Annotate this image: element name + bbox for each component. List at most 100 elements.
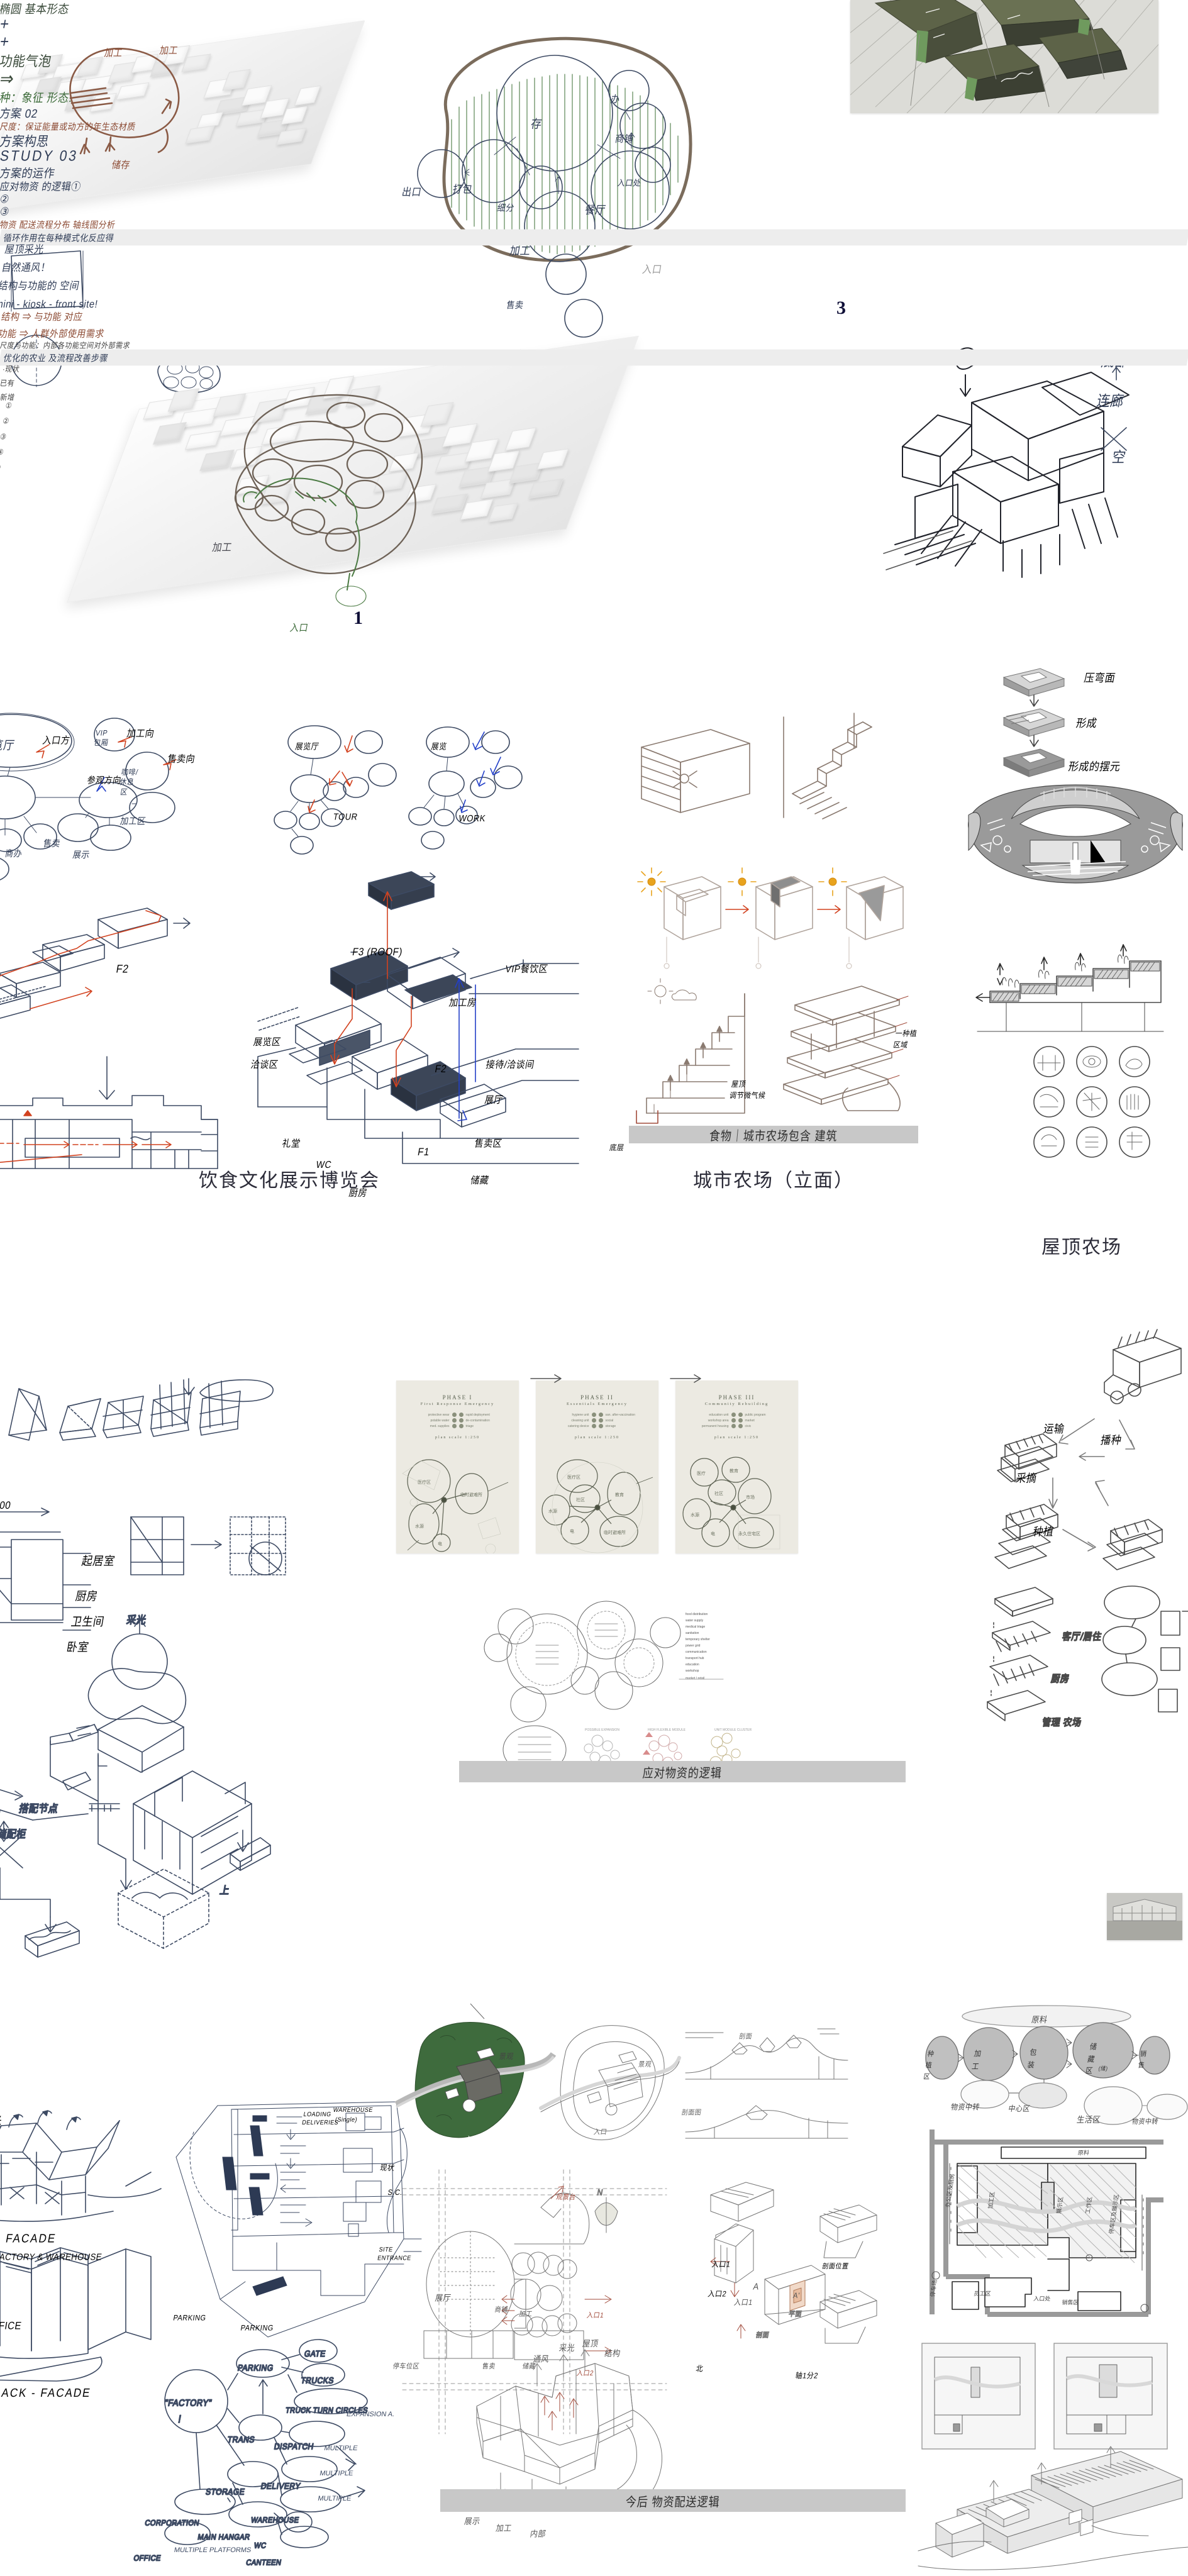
svg-text:入口处: 入口处	[1033, 2295, 1052, 2302]
landscape-sections: 剖面 剖面图	[681, 2028, 848, 2139]
svg-text:停车位区: 停车位区	[392, 2362, 420, 2370]
svg-text:入口处: 入口处	[616, 178, 641, 188]
svg-text:售卖: 售卖	[43, 838, 62, 849]
svg-text:VIP: VIP	[95, 729, 109, 738]
svg-text:区: 区	[1085, 2067, 1094, 2075]
svg-text:景观: 景观	[638, 2061, 652, 2069]
svg-text:(Single): (Single)	[335, 2116, 358, 2124]
svg-text:PARKING: PARKING	[240, 2324, 275, 2333]
svg-text:OFFICE: OFFICE	[133, 2554, 162, 2563]
svg-text:EXPANSION A.: EXPANSION A.	[346, 2411, 395, 2418]
svg-text:入口2: 入口2	[707, 2290, 727, 2299]
program-flow-bubbles: 原料 种 植 区 加 工 包 装 储 藏 区 (储) 销 售 物资中转 中心区 …	[923, 2005, 1188, 2126]
site-massing-model-bottom: 入口 加工	[67, 335, 639, 634]
svg-text:员工区: 员工区	[974, 2290, 991, 2297]
svg-text:PARKING: PARKING	[237, 2363, 274, 2373]
svg-text:剖面: 剖面	[738, 2032, 753, 2041]
svg-text:空: 空	[1111, 449, 1127, 465]
svg-text:7300: 7300	[0, 1499, 12, 1511]
svg-text:现状: 现状	[379, 2163, 396, 2172]
svg-text:社区: 社区	[714, 1491, 723, 1496]
phase-sheet-3: PHASE III Community Rebuilding education…	[675, 1380, 798, 1553]
svg-text:屋顶: 屋顶	[731, 1080, 747, 1089]
svg-text:北: 北	[695, 2365, 704, 2373]
svg-text:教育: 教育	[615, 1492, 624, 1497]
exhibition-program-diagram: 展览厅 前台 WC 商办 餐饮 售卖 展示 加工区 VIP 包厢 咖啡/ 休息 …	[0, 713, 196, 880]
svg-text:工作区: 工作区	[1084, 2197, 1093, 2214]
svg-text:储配柜: 储配柜	[0, 1828, 27, 1840]
urban-farm-box-and-stair	[641, 713, 872, 819]
svg-text:A': A'	[792, 2292, 801, 2301]
svg-text:A: A	[752, 2281, 760, 2292]
phase-3-title: PHASE III	[718, 1394, 755, 1401]
caption-exhibition: 饮食文化展示博览会	[199, 1170, 380, 1191]
svg-text:DISPATCH: DISPATCH	[274, 2441, 315, 2451]
svg-text:水源: 水源	[548, 1508, 557, 1514]
grey-bar-distribution-logic-text: 今后 物资配送逻辑	[625, 2495, 721, 2509]
svg-text:区域: 区域	[892, 1041, 908, 1050]
svg-text:VIP餐饮区: VIP餐饮区	[504, 963, 549, 975]
svg-text:加工: 加工	[495, 2523, 513, 2533]
svg-text:FACTORY & WAREHOUSE: FACTORY & WAREHOUSE	[0, 2251, 103, 2262]
svg-text:连廊: 连廊	[1096, 393, 1126, 409]
svg-text:market / retail: market / retail	[686, 1677, 704, 1680]
svg-text:参观方向: 参观方向	[86, 775, 122, 786]
panel-a-title-note: 方案 02	[0, 107, 39, 121]
svg-text:临时避难所: 临时避难所	[460, 1492, 482, 1497]
svg-text:N: N	[596, 2187, 604, 2197]
svg-text:medical triage: medical triage	[686, 1625, 705, 1629]
figure-label-1: 1	[353, 608, 363, 628]
svg-text:藏: 藏	[1087, 2055, 1096, 2064]
plan-variants-pair	[921, 2343, 1168, 2450]
svg-text:物资中转: 物资中转	[950, 2102, 981, 2112]
svg-text:WC: WC	[253, 2541, 267, 2550]
svg-text:商铺: 商铺	[614, 133, 634, 145]
svg-text:MULTIPLE: MULTIPLE	[319, 2470, 353, 2477]
svg-text:卫生间: 卫生间	[70, 1615, 105, 1628]
svg-text:S.C.: S.C.	[387, 2189, 403, 2197]
svg-text:F3 (ROOF): F3 (ROOF)	[352, 946, 404, 958]
svg-text:工: 工	[971, 2062, 980, 2071]
factory-front-facade: 屋顶采光 自然通风口 FRONT - FACADE	[0, 2110, 162, 2245]
modular-note-red: 结构 ⇒ 与功能 对应 功能 ⇒ 人群外部使用需求	[0, 311, 106, 340]
svg-text:屋顶采光: 屋顶采光	[0, 2115, 3, 2128]
svg-text:加工: 加工	[518, 2311, 533, 2319]
svg-text:卧室: 卧室	[65, 1641, 90, 1654]
svg-text:入口2: 入口2	[576, 2370, 594, 2378]
svg-text:FRONT - FACADE: FRONT - FACADE	[0, 2232, 57, 2245]
svg-text:轴1分2: 轴1分2	[794, 2371, 819, 2380]
svg-text:CANTEEN: CANTEEN	[245, 2558, 282, 2567]
phase-heading: 应对物资 的逻辑①	[0, 181, 82, 194]
svg-text:WAREHOUSE: WAREHOUSE	[250, 2516, 300, 2525]
svg-text:入口: 入口	[641, 264, 663, 276]
svg-text:起居室: 起居室	[80, 1555, 116, 1568]
svg-text:transport hub: transport hub	[686, 1657, 704, 1660]
svg-text:加工房: 加工房	[448, 997, 478, 1009]
svg-text:管理 农场: 管理 农场	[1041, 1717, 1082, 1728]
factory-final-axon	[918, 2446, 1188, 2570]
grey-bar-food-urban-farm-text: 食物｜城市农场包含 建筑	[708, 1129, 838, 1143]
svg-text:WAREHOUSE: WAREHOUSE	[333, 2107, 374, 2114]
svg-text:ENTRANCE: ENTRANCE	[377, 2255, 411, 2262]
svg-text:入口方: 入口方	[42, 735, 71, 747]
site-bubble-diagram: 存 打包 细分 加工 餐厅 商铺 入口处 办 售卖 出口 入口 入口	[401, 36, 692, 360]
roof-farm-form-steps: 压弯面 形成 形成的摆元	[1002, 668, 1121, 777]
svg-text:细分: 细分	[496, 203, 515, 213]
tent-roof-render	[850, 0, 1158, 113]
svg-text:形成的摆元: 形成的摆元	[1067, 760, 1121, 774]
exhibition-arrow-down	[99, 1056, 115, 1100]
phase-1-subtitle: First Response Emergency	[420, 1402, 495, 1406]
phase-1-title: PHASE I	[442, 1394, 473, 1401]
phase-3-scale: plan scale 1:250	[714, 1436, 759, 1440]
exhibition-axon-volume: F2	[0, 908, 191, 1019]
svg-text:装: 装	[1026, 2061, 1035, 2070]
svg-text:教育: 教育	[730, 1468, 738, 1474]
svg-text:展厅: 展厅	[484, 1094, 504, 1106]
svg-text:入口: 入口	[465, 2136, 480, 2145]
svg-text:CORPORATION: CORPORATION	[144, 2519, 200, 2528]
svg-text:社区: 社区	[576, 1497, 585, 1502]
landscape-plan-line: 景观 入口	[539, 2025, 681, 2141]
svg-text:剖面位置: 剖面位置	[821, 2262, 849, 2271]
svg-text:厨房: 厨房	[1050, 1674, 1070, 1685]
svg-text:加工: 加工	[509, 244, 532, 257]
